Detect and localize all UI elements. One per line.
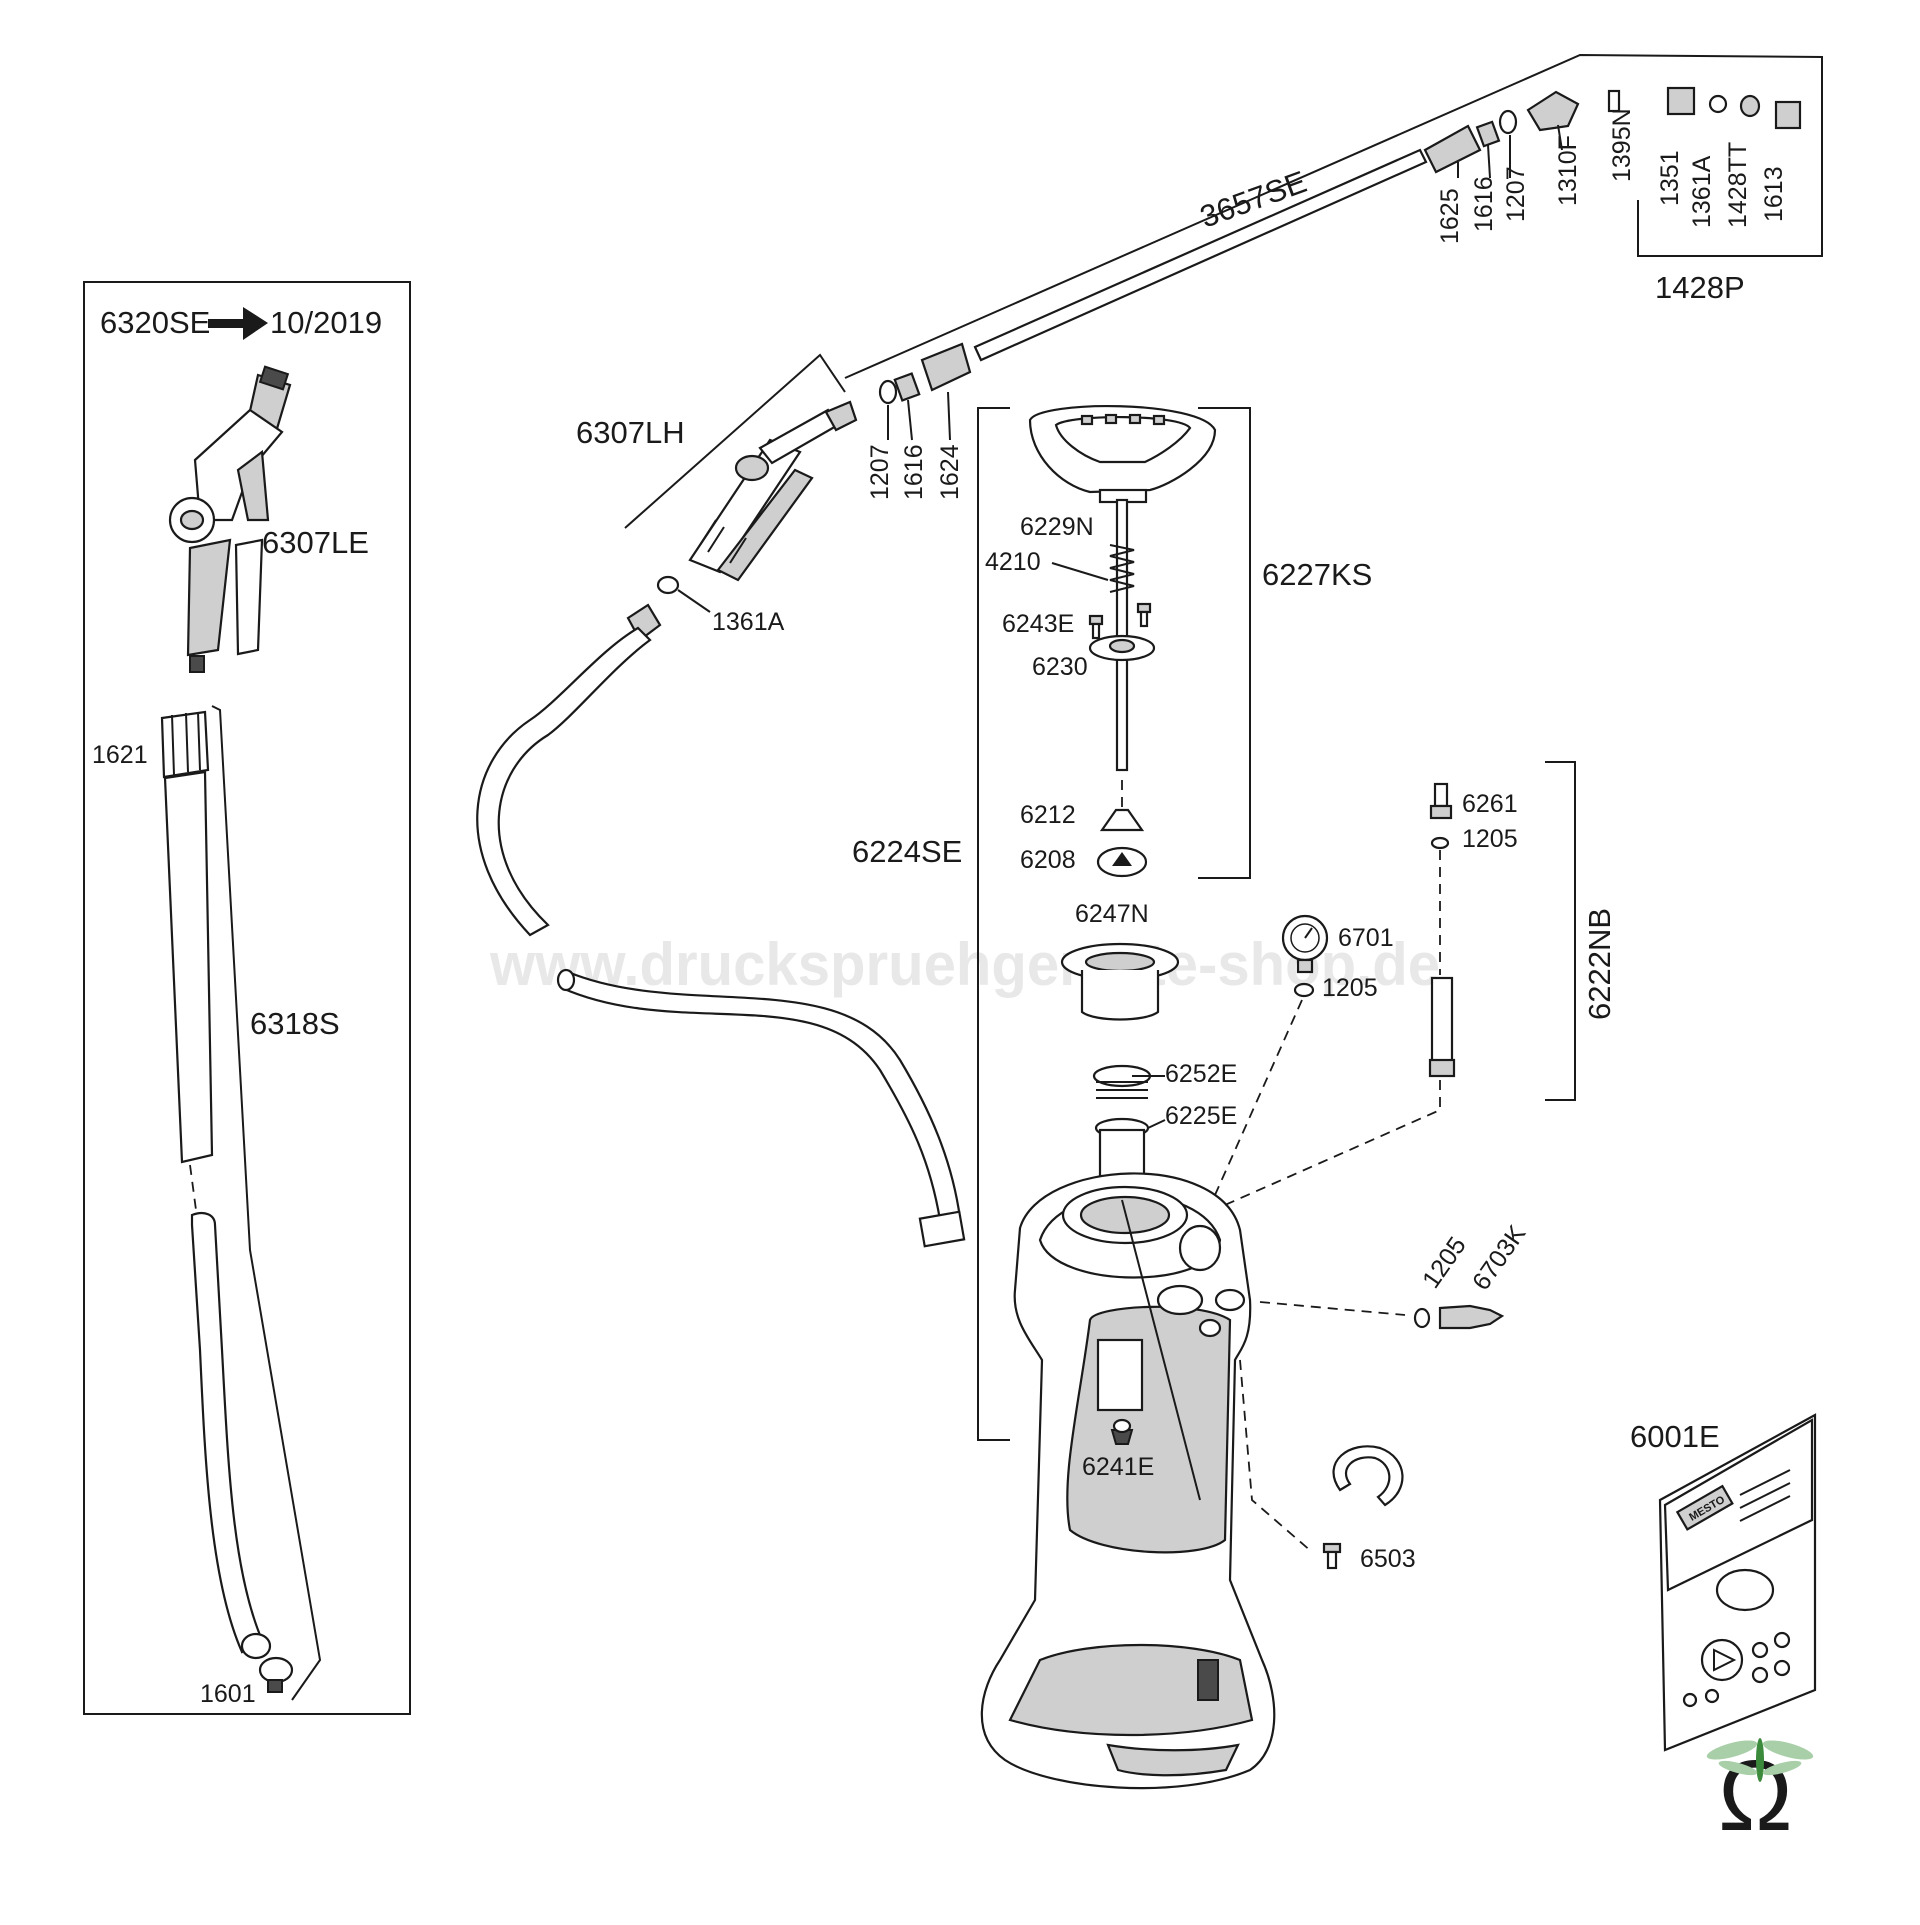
tank-body: 6252E 6225E 6241E 6701 1205	[980, 761, 1617, 1790]
label-1625: 1625	[1436, 188, 1464, 244]
nut-1621	[160, 710, 210, 779]
label-1616-near: 1616	[900, 444, 928, 500]
label-6227ks: 6227KS	[1262, 557, 1372, 592]
washer-1207-near	[878, 379, 898, 405]
dragonfly-icon	[1706, 1738, 1814, 1782]
hose-lower	[190, 1211, 264, 1654]
hose-bracket-line	[211, 705, 322, 1701]
label-6224se: 6224SE	[852, 834, 962, 869]
clip-6503	[1332, 1445, 1404, 1507]
spray-gun-6307le	[168, 365, 292, 673]
lance-assembly: 6307LH 1361A 3657SE 1207 1616 1624	[576, 53, 1823, 636]
label-1395n: 1395N	[1608, 108, 1636, 182]
hose-break-line	[189, 1164, 197, 1211]
left-header-model: 6320SE	[100, 305, 210, 340]
nozzle-1395n	[1607, 89, 1621, 113]
label-1310f: 1310F	[1554, 135, 1582, 206]
washer-1207-far	[1498, 109, 1518, 135]
label-1601: 1601	[200, 1680, 256, 1708]
label-1205-side: 1205	[1417, 1232, 1472, 1294]
bracket-6227ks	[1198, 407, 1251, 879]
label-6261: 6261	[1462, 790, 1518, 818]
shop-logo: Ω	[1706, 1738, 1814, 1852]
disc-1428tt	[1739, 94, 1761, 118]
seal-1205-gauge	[1293, 982, 1315, 998]
vent-tube	[1430, 976, 1454, 1070]
label-6252e: 6252E	[1165, 1060, 1237, 1088]
gun-lh-bracket	[624, 353, 846, 529]
label-6243e: 6243E	[1002, 610, 1074, 638]
label-1624: 1624	[936, 444, 964, 500]
bracket-6222nb	[1545, 761, 1576, 1101]
sticker-6001e: 6001E MESTO	[1630, 1413, 1817, 1752]
spray-gun-6307lh	[688, 400, 858, 582]
label-1205-vent: 1205	[1462, 825, 1518, 853]
seal-1205-side	[1413, 1307, 1431, 1329]
cap-1613	[1774, 100, 1802, 130]
nut-1616-near	[893, 372, 921, 402]
label-6222nb: 6222NB	[1582, 908, 1617, 1020]
valve-6212	[1099, 808, 1145, 832]
watermark: www.druckspruehgeraete-shop.de	[489, 931, 1440, 998]
label-6307lh: 6307LH	[576, 415, 685, 450]
label-1616-far: 1616	[1470, 176, 1498, 232]
oring-1361a	[656, 575, 680, 595]
label-1613: 1613	[1760, 166, 1788, 222]
label-6212: 6212	[1020, 801, 1076, 829]
label-6001e: 6001E	[1630, 1419, 1720, 1454]
nut-1625	[1423, 124, 1482, 174]
label-6241e: 6241E	[1082, 1453, 1154, 1481]
tank-hose	[476, 603, 966, 1248]
spring-4210	[1109, 544, 1135, 593]
vent-valve-6261	[1429, 782, 1453, 820]
label-1207-near: 1207	[866, 444, 894, 500]
label-1621: 1621	[92, 741, 148, 769]
label-6703k: 6703K	[1467, 1220, 1532, 1296]
label-1207-far: 1207	[1502, 166, 1530, 222]
label-6247n: 6247N	[1075, 900, 1149, 928]
label-1361a-gun: 1361A	[712, 608, 785, 636]
label-6307le: 6307LE	[262, 525, 369, 560]
label-6225e: 6225E	[1165, 1102, 1237, 1130]
label-1351: 1351	[1656, 150, 1684, 206]
left-panel-frame	[83, 281, 411, 1715]
lance-top-frame	[844, 53, 1823, 379]
arrow-right-icon	[208, 307, 268, 340]
nozzle-1310f	[1526, 90, 1580, 132]
hose-upper	[163, 770, 214, 1164]
hose-clip-1601	[258, 1656, 294, 1693]
label-4210: 4210	[985, 548, 1041, 576]
omega-logo-icon: Ω	[1718, 1740, 1793, 1852]
nozzle-set-bracket	[1637, 200, 1823, 257]
nozzle-1351	[1666, 86, 1696, 116]
side-valve-6703k	[1438, 1304, 1505, 1330]
label-6208: 6208	[1020, 846, 1076, 874]
nut-1624	[920, 342, 972, 392]
label-1428p: 1428P	[1655, 270, 1745, 305]
left-header-date: 10/2019	[270, 305, 382, 340]
label-6318s: 6318S	[250, 1006, 340, 1041]
screws-6243e	[1088, 602, 1152, 640]
label-6229n: 6229N	[1020, 513, 1094, 541]
left-panel: 6320SE 10/2019 6307LE 1621	[83, 281, 411, 1715]
nut-1616-far	[1475, 120, 1501, 148]
label-6701: 6701	[1338, 924, 1394, 952]
bracket-6224se	[977, 407, 1010, 1441]
gauge-6701	[1281, 914, 1329, 974]
lance-tube	[973, 148, 1428, 362]
label-1205-gauge: 1205	[1322, 974, 1378, 1002]
label-1361a-set: 1361A	[1688, 155, 1716, 228]
oring-1361a-set	[1708, 94, 1728, 114]
label-6230: 6230	[1032, 653, 1088, 681]
pump-assembly: 6227KS 6224SE 6229N 4210 6243E 6230	[852, 404, 1372, 1441]
label-6503: 6503	[1360, 1545, 1416, 1573]
seal-1205-vent	[1430, 836, 1450, 850]
label-1428tt: 1428TT	[1724, 142, 1752, 228]
